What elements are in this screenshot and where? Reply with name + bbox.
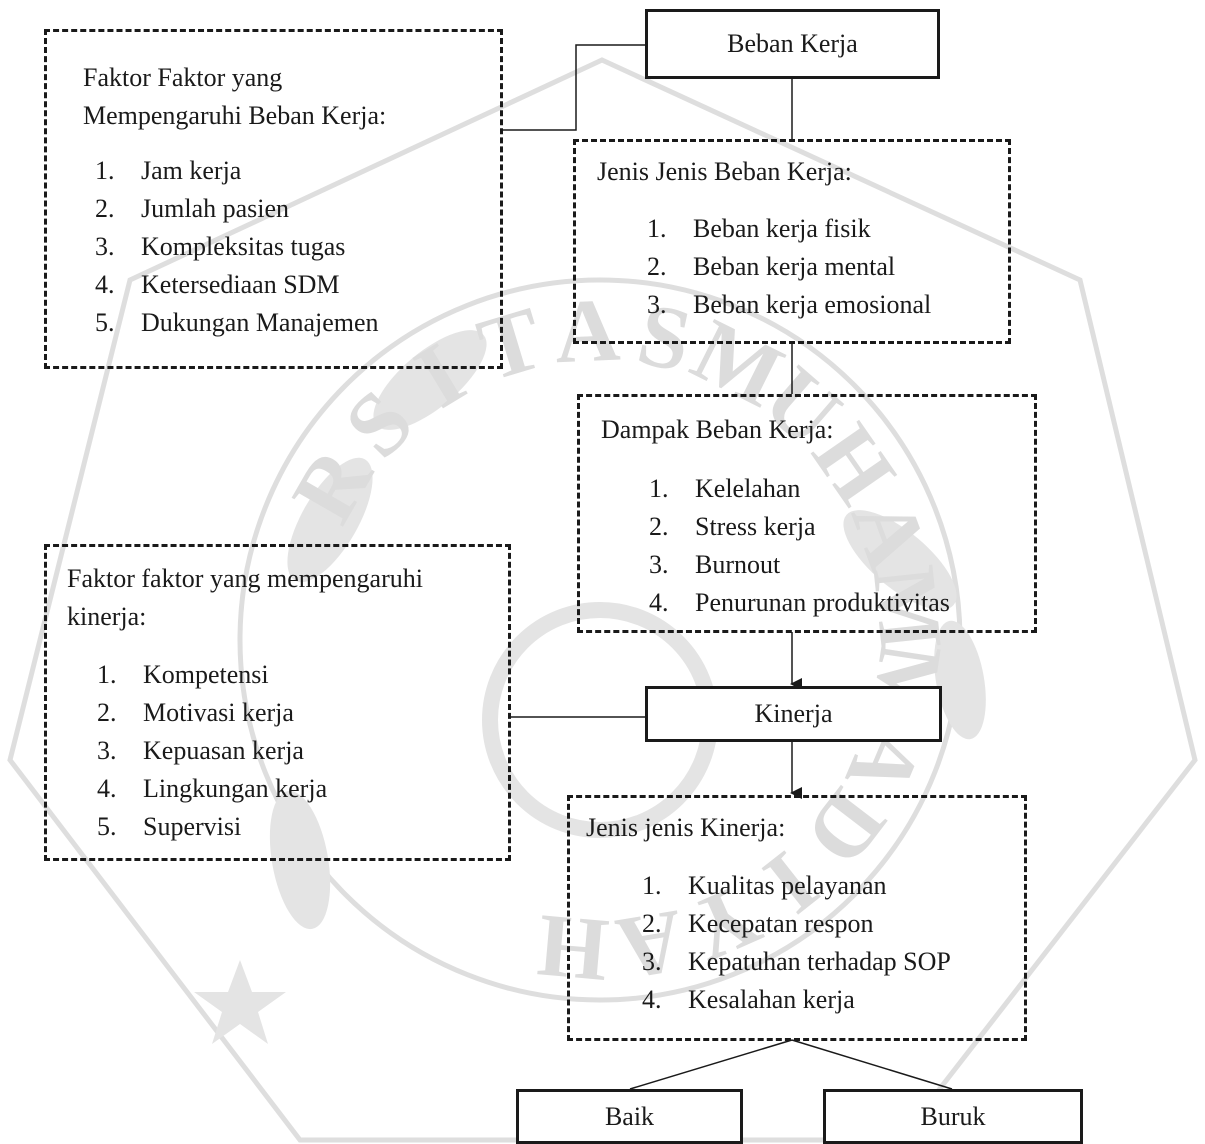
watermark-leaf-icon — [843, 510, 957, 610]
jenis-beban-list: 1.Beban kerja fisik 2.Beban kerja mental… — [647, 210, 1008, 324]
list-item: 3.Kepuasan kerja — [97, 736, 304, 765]
list-item: 3.Burnout — [649, 550, 781, 579]
faktor-beban-title-1: Faktor Faktor yang — [83, 63, 283, 92]
watermark-star-icon — [194, 960, 286, 1044]
buruk-box: Buruk — [823, 1089, 1083, 1144]
list-item: 1.Beban kerja fisik — [647, 214, 871, 243]
jenis-kinerja-box: Jenis jenis Kinerja: 1.Kualitas pelayana… — [567, 795, 1027, 1041]
beban-kerja-label: Beban Kerja — [727, 29, 858, 58]
connector-faktor-to-beban — [502, 44, 645, 131]
kinerja-label: Kinerja — [754, 699, 833, 728]
buruk-label: Buruk — [920, 1101, 986, 1131]
jenis-kinerja-title: Jenis jenis Kinerja: — [586, 813, 786, 842]
jenis-beban-title: Jenis Jenis Beban Kerja: — [597, 157, 852, 186]
faktor-beban-title-2: Mempengaruhi Beban Kerja: — [83, 101, 387, 130]
connector-jenis-to-buruk — [791, 1039, 953, 1090]
watermark-letter: M — [854, 561, 961, 656]
jenis-kinerja-list: 1.Kualitas pelayanan 2.Kecepatan respon … — [642, 867, 1024, 1019]
list-item: 1.Kompetensi — [97, 660, 269, 689]
watermark-leaf-icon — [287, 457, 373, 583]
dampak-beban-title: Dampak Beban Kerja: — [601, 415, 834, 444]
faktor-kinerja-box: Faktor faktor yang mempengaruhi kinerja:… — [44, 544, 511, 861]
faktor-kinerja-title-2: kinerja: — [67, 602, 147, 631]
faktor-beban-list: 1.Jam kerja 2.Jumlah pasien 3.Kompleksit… — [95, 152, 500, 342]
beban-kerja-box: Beban Kerja — [645, 9, 940, 79]
faktor-beban-box: Faktor Faktor yang Mempengaruhi Beban Ke… — [44, 29, 503, 369]
list-item: 2.Stress kerja — [649, 512, 816, 541]
watermark-letter: H — [534, 895, 612, 1000]
watermark-leaf-icon — [373, 330, 487, 430]
list-item: 3.Kompleksitas tugas — [95, 232, 346, 261]
watermark-letter: A — [553, 281, 622, 383]
list-item: 2.Motivasi kerja — [97, 698, 294, 727]
dampak-beban-list: 1.Kelelahan 2.Stress kerja 3.Burnout 4.P… — [649, 470, 1034, 622]
list-item: 1.Kualitas pelayanan — [642, 871, 887, 900]
faktor-kinerja-list: 1.Kompetensi 2.Motivasi kerja 3.Kepuasan… — [97, 656, 508, 846]
list-item: 3.Kepatuhan terhadap SOP — [642, 947, 951, 976]
jenis-beban-box: Jenis Jenis Beban Kerja: 1.Beban kerja f… — [573, 139, 1011, 344]
list-item: 3.Beban kerja emosional — [647, 290, 932, 319]
list-item: 2.Jumlah pasien — [95, 194, 290, 223]
faktor-kinerja-title-1: Faktor faktor yang mempengaruhi — [67, 564, 423, 593]
list-item: 4.Ketersediaan SDM — [95, 270, 340, 299]
list-item: 1.Kelelahan — [649, 474, 801, 503]
list-item: 5.Dukungan Manajemen — [95, 308, 379, 337]
list-item: 4.Kesalahan kerja — [642, 985, 855, 1014]
watermark-letter: A — [610, 891, 690, 999]
baik-label: Baik — [604, 1101, 655, 1131]
dampak-beban-box: Dampak Beban Kerja: 1.Kelelahan 2.Stress… — [577, 394, 1037, 633]
list-item: 2.Kecepatan respon — [642, 909, 874, 938]
list-item: 2.Beban kerja mental — [647, 252, 896, 281]
list-item: 4.Penurunan produktivitas — [649, 588, 950, 617]
list-item: 4.Lingkungan kerja — [97, 774, 328, 803]
connector-jenis-to-baik — [629, 1039, 793, 1090]
list-item: 5.Supervisi — [97, 812, 242, 841]
kinerja-box: Kinerja — [645, 686, 942, 742]
list-item: 1.Jam kerja — [95, 156, 242, 185]
baik-box: Baik — [516, 1089, 743, 1144]
watermark-leaf-icon — [934, 620, 986, 740]
